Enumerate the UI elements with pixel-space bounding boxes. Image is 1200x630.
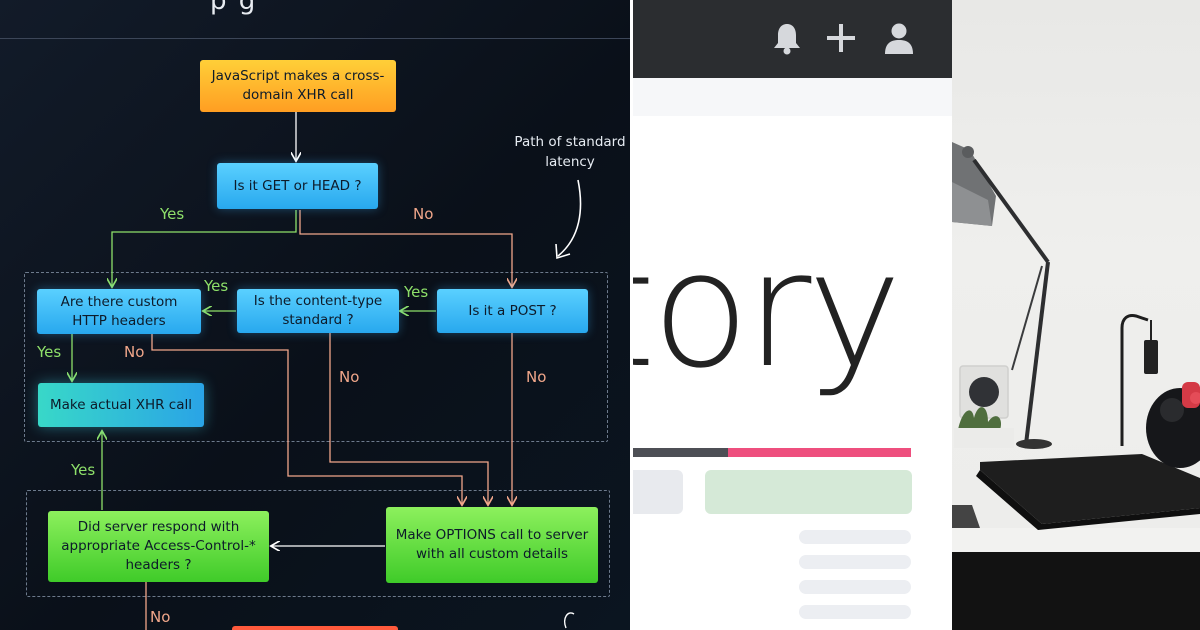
- desk-photo: [952, 0, 1200, 630]
- label-server-no: No: [150, 608, 171, 626]
- secondary-button[interactable]: [633, 470, 683, 514]
- latency-note: Path of standard latency: [514, 134, 626, 170]
- node-get-or-head: Is it GET or HEAD ?: [217, 163, 378, 209]
- label-headers-no: No: [124, 343, 145, 361]
- label-headers-yes: Yes: [37, 343, 62, 361]
- desk-lamp-photo: [952, 142, 1200, 630]
- label-get-yes: Yes: [160, 205, 185, 223]
- node-content-type: Is the content-type standard ?: [237, 289, 399, 333]
- arrow-content-no: [329, 333, 488, 504]
- node-is-post: Is it a POST ?: [437, 289, 588, 333]
- skeleton-line: [799, 530, 911, 544]
- node-options-call: Make OPTIONS call to server with all cus…: [386, 507, 598, 583]
- arrow-get-no: [299, 210, 512, 286]
- skeleton-line: [799, 580, 911, 594]
- node-server-respond: Did server respond with appropriate Acce…: [48, 511, 269, 582]
- webpage-panel: tory: [630, 0, 952, 630]
- flowchart-title: p g: [210, 0, 258, 16]
- progress-bar-accent: [728, 448, 911, 457]
- title-divider: [0, 38, 630, 39]
- label-get-no: No: [413, 205, 434, 223]
- label-post-no: No: [526, 368, 547, 386]
- dashed-group-bottom: [26, 490, 610, 597]
- arrow-get-yes: [112, 210, 297, 286]
- top-navbar: [633, 0, 952, 78]
- label-post-yes: Yes: [404, 283, 429, 301]
- primary-button[interactable]: [705, 470, 912, 514]
- skeleton-line: [799, 555, 911, 569]
- label-content-yes: Yes: [204, 277, 229, 295]
- node-start: JavaScript makes a cross-domain XHR call: [200, 60, 396, 112]
- skeleton-line: [799, 605, 911, 619]
- label-content-no: No: [339, 368, 360, 386]
- label-server-yes: Yes: [71, 461, 96, 479]
- bottom-node-edge: [232, 626, 398, 630]
- plus-icon[interactable]: [821, 18, 861, 58]
- hero-word: tory: [633, 216, 902, 403]
- user-icon[interactable]: [879, 18, 919, 58]
- note-arrow: [557, 179, 582, 257]
- bell-icon[interactable]: [767, 18, 807, 58]
- curl-mark: [564, 612, 575, 629]
- progress-bar-fill: [633, 448, 728, 457]
- node-actual-xhr: Make actual XHR call: [38, 383, 204, 427]
- node-custom-headers: Are there custom HTTP headers: [37, 289, 201, 334]
- sub-navbar: [633, 78, 952, 116]
- arrow-headers-no: [151, 334, 462, 504]
- flowchart-panel: p g: [0, 0, 630, 630]
- flowchart-connectors: [0, 112, 582, 630]
- dashed-group-top: [24, 272, 608, 442]
